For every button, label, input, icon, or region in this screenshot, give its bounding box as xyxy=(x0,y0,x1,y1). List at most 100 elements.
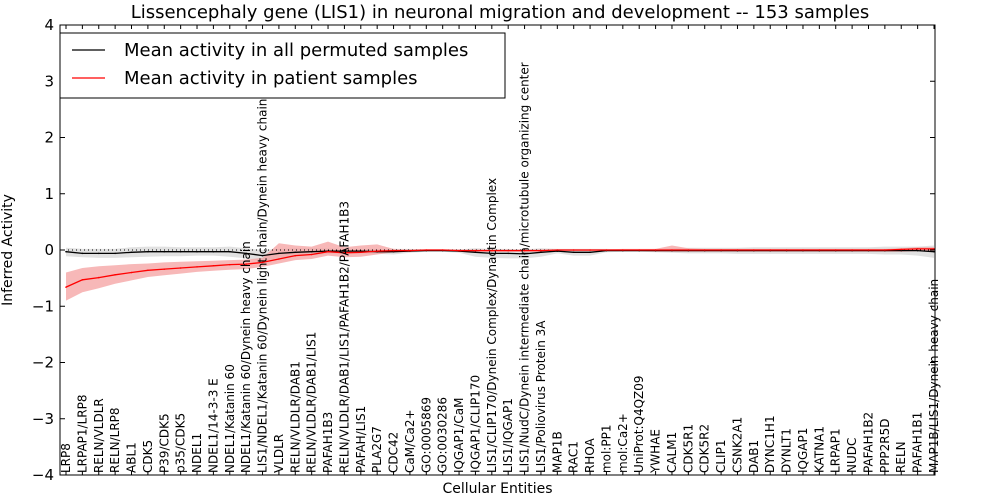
x-tick-label: RELN xyxy=(894,441,908,473)
x-tick-label: PAFAH/LIS1 xyxy=(354,406,368,473)
x-tick-label: P39/CDK5 xyxy=(157,413,171,473)
data-point-s1-32 xyxy=(589,251,591,254)
data-point-s2-11 xyxy=(245,263,247,265)
data-point-s2-51 xyxy=(900,248,903,251)
data-point-s2-39 xyxy=(703,249,706,251)
x-tick-label: mol:PP1 xyxy=(600,425,614,474)
data-point-s2-33 xyxy=(605,249,608,251)
data-point-s1-20 xyxy=(392,250,395,253)
data-point-s2-5 xyxy=(147,269,149,272)
y-tick-label: −2 xyxy=(32,354,54,372)
x-tick-label: DAB1 xyxy=(747,440,761,473)
data-point-s1-27 xyxy=(507,252,509,255)
x-tick-label: CSNK2A1 xyxy=(731,417,745,473)
data-point-s1-14 xyxy=(294,251,297,254)
x-tick-label: MAP1B/LIS1/Dynein heavy chain xyxy=(927,279,941,473)
x-tick-label: KATNA1 xyxy=(812,426,826,473)
data-point-s1-29 xyxy=(540,251,542,254)
x-tick-label: YWHAE xyxy=(649,429,663,474)
y-tick-label: −1 xyxy=(32,297,54,315)
x-tick-label: RELN/VLDLR/DAB1 xyxy=(288,361,302,473)
data-point-s1-53 xyxy=(933,250,935,253)
x-tick-label: DYNLT1 xyxy=(780,428,794,473)
data-point-s1-6 xyxy=(163,250,166,253)
x-tick-label: CDC42 xyxy=(387,432,401,473)
x-tick-label: RELN/VLDLR/DAB1/LIS1/PAFAH1B2/PAFAH1B3 xyxy=(337,201,351,473)
x-tick-label: CLIP1 xyxy=(714,440,728,473)
x-tick-label: LRPAP1/LRP8 xyxy=(75,395,89,474)
legend-entry-1: Mean activity in all permuted samples xyxy=(124,40,468,61)
data-point-s1-31 xyxy=(572,251,575,254)
x-tick-label: p35/CDK5 xyxy=(174,413,188,473)
series-line-2 xyxy=(65,248,934,288)
x-tick-label: PPP2R5D xyxy=(878,418,892,473)
data-point-s2-50 xyxy=(884,249,886,251)
data-point-s2-26 xyxy=(491,249,493,252)
data-point-s2-27 xyxy=(507,249,509,252)
data-point-s2-45 xyxy=(802,249,804,251)
x-tick-label: IQGAP1/CLIP170 xyxy=(468,375,482,473)
data-point-s1-12 xyxy=(261,254,264,257)
data-point-s2-15 xyxy=(310,253,313,256)
x-tick-label: DYNC1H1 xyxy=(763,415,777,473)
data-point-s1-9 xyxy=(212,250,215,253)
x-tick-label: LIS1/IQGAP1 xyxy=(501,398,515,473)
x-tick-label: GO:0030286 xyxy=(436,397,450,473)
data-point-s2-37 xyxy=(671,249,673,251)
x-tick-label: LRP8 xyxy=(59,443,73,473)
y-axis-label: Inferred Activity xyxy=(0,194,16,306)
x-tick-label: RELN/LRP8 xyxy=(108,407,122,473)
data-point-s1-4 xyxy=(130,251,133,254)
x-tick-label: RAC1 xyxy=(567,441,581,473)
data-point-s2-48 xyxy=(851,249,853,251)
data-point-s1-0 xyxy=(65,250,67,253)
data-point-s2-13 xyxy=(278,258,280,260)
y-tick-label: −3 xyxy=(32,410,54,428)
data-point-s2-31 xyxy=(572,249,575,251)
x-tick-label: CaM/Ca2+ xyxy=(403,409,417,473)
data-point-s1-17 xyxy=(343,250,346,252)
y-tick-label: 0 xyxy=(44,241,54,259)
data-point-s1-28 xyxy=(523,253,526,255)
data-point-s1-15 xyxy=(310,250,313,253)
data-point-s2-8 xyxy=(196,266,198,268)
data-point-s2-53 xyxy=(933,248,935,250)
data-point-s2-1 xyxy=(81,279,84,281)
x-tick-label: LIS1/Poliovirus Protein 3A xyxy=(534,320,548,473)
data-point-s2-21 xyxy=(409,249,411,252)
chart-title: Lissencephaly gene (LIS1) in neuronal mi… xyxy=(131,2,870,23)
legend-box xyxy=(59,32,506,99)
data-point-s2-29 xyxy=(540,249,542,252)
x-tick-label: PLA2G7 xyxy=(370,426,384,473)
y-tick-label: 2 xyxy=(44,129,54,147)
x-tick-label: VLDLR xyxy=(272,434,286,473)
x-tick-label: RELN/VLDLR xyxy=(92,398,106,473)
legend-entry-2: Mean activity in patient samples xyxy=(124,68,418,89)
data-point-s2-49 xyxy=(867,249,870,251)
data-point-s1-10 xyxy=(228,250,231,253)
x-axis-label: Cellular Entities xyxy=(442,481,552,497)
x-tick-label: LIS1/NDEL1/Katanin 60/Dynein light chain… xyxy=(256,99,270,473)
x-tick-label: NDEL1/Katanin 60 xyxy=(223,364,237,473)
data-point-s2-7 xyxy=(179,267,182,269)
data-point-s2-2 xyxy=(97,276,100,279)
data-point-s2-28 xyxy=(523,249,526,252)
data-point-s1-25 xyxy=(474,251,477,254)
data-point-s2-41 xyxy=(736,249,739,251)
data-point-s2-40 xyxy=(720,249,722,251)
data-point-s1-52 xyxy=(916,249,919,252)
x-tick-label: LIS1/CLIP170/Dynein Complex/Dynactin Com… xyxy=(485,178,499,473)
data-point-s2-46 xyxy=(818,249,821,251)
x-tick-label: ABL1 xyxy=(125,442,139,473)
data-point-s2-44 xyxy=(785,249,788,251)
data-point-s2-20 xyxy=(392,249,395,252)
x-tick-label: NDEL1/Katanin 60/Dynein heavy chain xyxy=(239,241,253,473)
data-point-s2-16 xyxy=(327,250,329,253)
data-point-s1-13 xyxy=(278,252,280,255)
data-point-s2-19 xyxy=(376,250,378,252)
data-point-s2-52 xyxy=(916,248,919,250)
data-point-s2-22 xyxy=(425,249,428,251)
x-tick-label: NUDC xyxy=(845,438,859,473)
data-point-s1-30 xyxy=(556,250,559,252)
